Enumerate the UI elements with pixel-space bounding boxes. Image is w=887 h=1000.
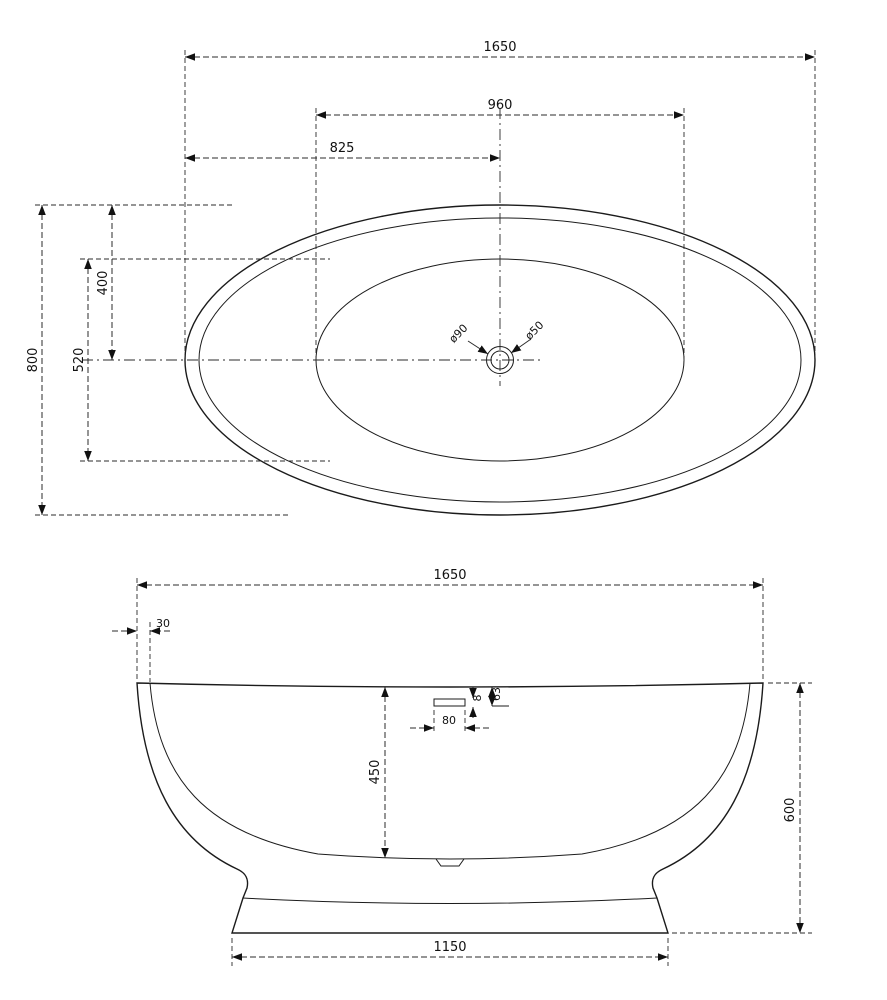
tub-outer-rim-ellipse <box>184 204 816 516</box>
drain-callouts: ø90 ø50 <box>447 319 547 355</box>
dim-label-drain-outer: ø90 <box>447 322 471 346</box>
dim-top-basin-length: 960 <box>315 98 685 362</box>
side-view: 1650 30 450 600 1150 <box>112 568 812 966</box>
dim-overflow-height: 8 <box>469 687 484 718</box>
leader-line-o50 <box>510 338 532 354</box>
tub-side-inner-profile <box>149 682 751 860</box>
dim-label-30: 30 <box>156 617 170 630</box>
dim-label-1650-side: 1650 <box>433 568 466 583</box>
dim-label-63: 63 <box>490 687 503 701</box>
dim-label-800: 800 <box>26 348 41 373</box>
dim-top-half-width: 400 <box>96 205 116 360</box>
dim-overall-height: 600 <box>672 682 812 934</box>
dim-label-1150: 1150 <box>433 940 466 955</box>
dim-top-drain-offset: 825 <box>185 141 500 162</box>
dim-label-520: 520 <box>72 348 87 373</box>
dim-overflow-width: 80 <box>410 710 489 734</box>
tub-side-outline <box>136 682 764 934</box>
overflow-slot <box>433 698 466 707</box>
top-view: 1650 960 825 800 520 <box>26 40 816 516</box>
dim-label-450: 450 <box>368 760 383 785</box>
dim-side-overall-length: 1650 <box>136 568 764 680</box>
leader-line-o90 <box>467 340 489 355</box>
dim-label-600: 600 <box>783 798 798 823</box>
dim-label-drain-inner: ø50 <box>523 319 547 343</box>
dim-label-960: 960 <box>488 98 513 113</box>
pedestal-seam-line <box>242 897 658 904</box>
dim-top-basin-width: 520 <box>72 258 330 462</box>
dim-label-400: 400 <box>96 271 111 296</box>
dim-label-825: 825 <box>330 141 355 156</box>
dim-base-length: 1150 <box>231 938 669 966</box>
dim-inner-depth: 450 <box>368 687 389 858</box>
dim-label-80: 80 <box>442 714 456 727</box>
dim-top-overall-width: 800 <box>26 204 288 516</box>
dim-overflow-drop: 63 <box>488 687 509 707</box>
drain-side-detail <box>435 858 465 867</box>
dim-top-overall-length: 1650 <box>184 40 816 358</box>
dim-rim-thickness: 30 <box>112 617 170 682</box>
dim-label-1650-top: 1650 <box>483 40 516 55</box>
dim-label-8: 8 <box>471 695 484 702</box>
